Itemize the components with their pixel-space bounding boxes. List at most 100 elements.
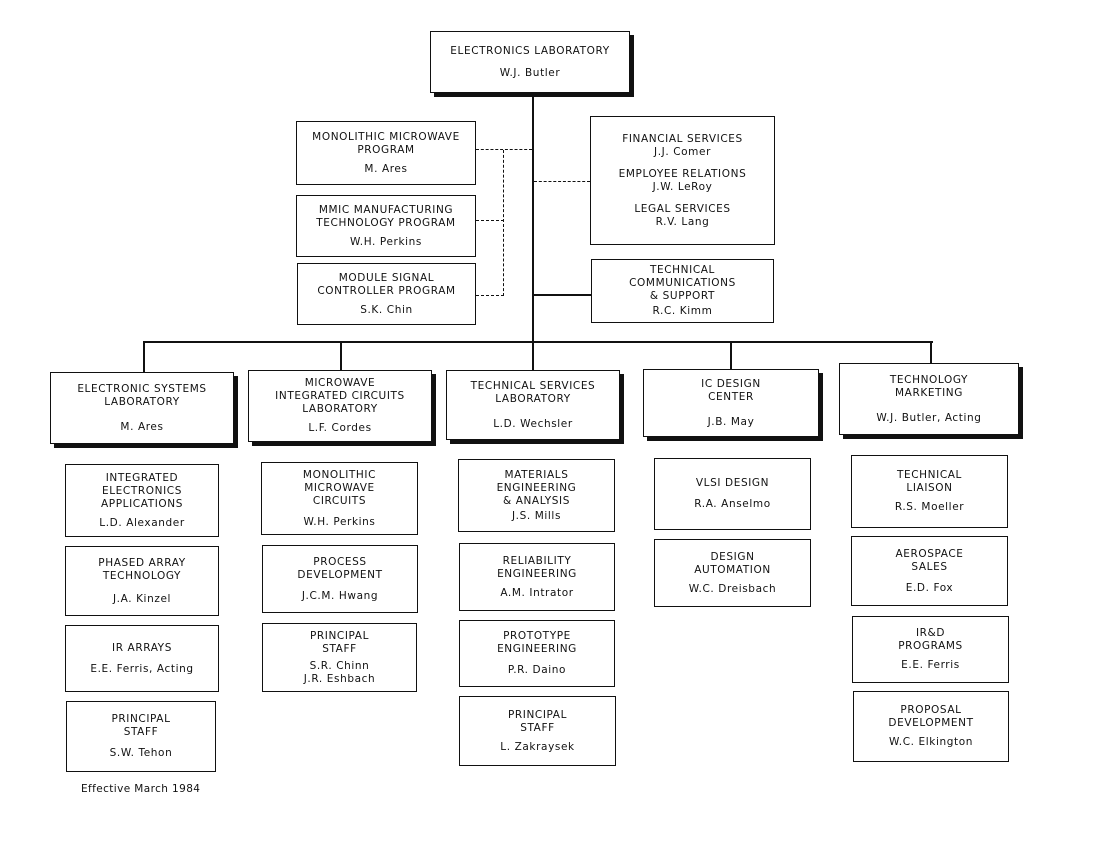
box-person: E.D. Fox [905, 581, 954, 594]
box-person: L.D. Wechsler [493, 417, 573, 430]
box-person: J.B. May [707, 415, 755, 428]
monolithic-microwave-program-box: MONOLITHIC MICROWAVE PROGRAM M. Ares [296, 121, 476, 185]
box-person: S.R. Chinn J.R. Eshbach [303, 659, 376, 685]
reliability-engineering-box: RELIABILITY ENGINEERING A.M. Intrator [459, 543, 615, 611]
box-person: E.E. Ferris [901, 659, 960, 671]
technical-services-laboratory-box: TECHNICAL SERVICES LABORATORY L.D. Wechs… [446, 370, 620, 440]
box-title: PHASED ARRAY TECHNOLOGY [98, 556, 186, 582]
dashed-connector [503, 150, 504, 296]
box-title: MODULE SIGNAL CONTROLLER PROGRAM [317, 271, 456, 297]
box-title: IR&D PROGRAMS [898, 627, 963, 652]
box-person: L.D. Alexander [99, 516, 185, 529]
process-development-box: PROCESS DEVELOPMENT J.C.M. Hwang [262, 545, 418, 613]
box-person: W.C. Dreisbach [688, 582, 777, 595]
box-title: TECHNICAL SERVICES LABORATORY [470, 379, 596, 405]
box-title: RELIABILITY ENGINEERING [497, 554, 577, 580]
design-automation-box: DESIGN AUTOMATION W.C. Dreisbach [654, 539, 811, 607]
principal-staff-box: PRINCIPAL STAFF L. Zakraysek [459, 696, 616, 766]
box-person: J.W. LeRoy [652, 180, 713, 193]
box-person: W.H. Perkins [350, 235, 422, 248]
dashed-connector [476, 295, 504, 296]
vlsi-design-box: VLSI DESIGN R.A. Anselmo [654, 458, 811, 530]
phased-array-technology-box: PHASED ARRAY TECHNOLOGY J.A. Kinzel [65, 546, 219, 616]
connector-line [533, 294, 592, 296]
box-title: AEROSPACE SALES [895, 547, 964, 573]
box-title: MATERIALS ENGINEERING & ANALYSIS [496, 468, 577, 507]
box-title: MMIC MANUFACTURING TECHNOLOGY PROGRAM [316, 203, 456, 229]
connector-line [532, 93, 534, 343]
prototype-engineering-box: PROTOTYPE ENGINEERING P.R. Daino [459, 620, 615, 687]
box-person: J.C.M. Hwang [301, 589, 379, 602]
box-person: R.A. Anselmo [694, 498, 771, 510]
box-person: R.C. Kimm [652, 305, 713, 317]
box-title: IC DESIGN CENTER [701, 377, 761, 403]
box-title: MONOLITHIC MICROWAVE PROGRAM [312, 130, 460, 156]
box-person: W.J. Butler, Acting [876, 411, 982, 424]
box-title: MICROWAVE INTEGRATED CIRCUITS LABORATORY [275, 377, 405, 415]
box-person: E.E. Ferris, Acting [90, 662, 194, 675]
monolithic-microwave-circuits-box: MONOLITHIC MICROWAVE CIRCUITS W.H. Perki… [261, 462, 418, 535]
effective-date-note: Effective March 1984 [81, 783, 201, 795]
box-person: W.H. Perkins [303, 515, 376, 528]
mmic-manufacturing-program-box: MMIC MANUFACTURING TECHNOLOGY PROGRAM W.… [296, 195, 476, 257]
box-person: L. Zakraysek [500, 740, 575, 753]
connector-line [930, 341, 932, 363]
technical-communications-box: TECHNICAL COMMUNICATIONS & SUPPORT R.C. … [591, 259, 774, 323]
box-title: ELECTRONIC SYSTEMS LABORATORY [77, 382, 207, 408]
box-person: M. Ares [364, 162, 408, 175]
box-person: L.F. Cordes [308, 422, 372, 434]
box-title: PRINCIPAL STAFF [111, 713, 171, 738]
box-person: J.S. Mills [511, 509, 562, 522]
box-person: W.C. Elkington [889, 736, 973, 748]
box-title: TECHNICAL COMMUNICATIONS & SUPPORT [629, 264, 736, 302]
dashed-connector [476, 149, 532, 150]
box-title: MONOLITHIC MICROWAVE CIRCUITS [302, 468, 377, 507]
box-person: M. Ares [120, 420, 164, 433]
box-title: PRINCIPAL STAFF [507, 708, 568, 734]
electronic-systems-laboratory-box: ELECTRONIC SYSTEMS LABORATORY M. Ares [50, 372, 234, 444]
box-person: S.K. Chin [360, 303, 413, 316]
staff-services-box: FINANCIAL SERVICES J.J. Comer EMPLOYEE R… [590, 116, 775, 245]
ir-arrays-box: IR ARRAYS E.E. Ferris, Acting [65, 625, 219, 692]
integrated-electronics-applications-box: INTEGRATED ELECTRONICS APPLICATIONS L.D.… [65, 464, 219, 537]
connector-line [143, 341, 145, 372]
box-person: A.M. Intrator [500, 586, 574, 599]
ic-design-center-box: IC DESIGN CENTER J.B. May [643, 369, 819, 437]
box-title: PROCESS DEVELOPMENT [297, 555, 383, 581]
technical-liaison-box: TECHNICAL LIAISON R.S. Moeller [851, 455, 1008, 528]
box-person: S.W. Tehon [109, 747, 173, 759]
dashed-connector [476, 220, 504, 221]
box-title: VLSI DESIGN [695, 477, 770, 489]
box-person: P.R. Daino [507, 664, 567, 676]
electronics-laboratory-box: ELECTRONICS LABORATORY W.J. Butler [430, 31, 630, 93]
box-title: IR ARRAYS [112, 641, 172, 654]
box-title: PROTOTYPE ENGINEERING [497, 630, 577, 655]
connector-line [143, 341, 933, 343]
ird-programs-box: IR&D PROGRAMS E.E. Ferris [852, 616, 1009, 683]
box-title: LEGAL SERVICES [634, 202, 731, 215]
connector-line [730, 341, 732, 369]
box-title: PROPOSAL DEVELOPMENT [888, 704, 974, 729]
box-person: J.A. Kinzel [112, 592, 172, 605]
connector-line [532, 341, 534, 370]
connector-line [340, 341, 342, 370]
box-person: R.V. Lang [655, 215, 710, 228]
box-person: J.J. Comer [654, 145, 711, 158]
module-signal-controller-program-box: MODULE SIGNAL CONTROLLER PROGRAM S.K. Ch… [297, 263, 476, 325]
proposal-development-box: PROPOSAL DEVELOPMENT W.C. Elkington [853, 691, 1009, 762]
microwave-integrated-circuits-laboratory-box: MICROWAVE INTEGRATED CIRCUITS LABORATORY… [248, 370, 432, 442]
box-title: EMPLOYEE RELATIONS [618, 167, 747, 180]
principal-staff-box: PRINCIPAL STAFF S.R. Chinn J.R. Eshbach [262, 623, 417, 692]
box-title: ELECTRONICS LABORATORY [450, 44, 610, 57]
box-title: TECHNOLOGY MARKETING [889, 373, 969, 399]
box-title: TECHNICAL LIAISON [897, 469, 962, 494]
box-title: INTEGRATED ELECTRONICS APPLICATIONS [101, 471, 183, 510]
aerospace-sales-box: AEROSPACE SALES E.D. Fox [851, 536, 1008, 606]
box-title: FINANCIAL SERVICES [622, 132, 743, 145]
dashed-connector [534, 181, 590, 182]
box-person: W.J. Butler [499, 66, 561, 79]
technology-marketing-box: TECHNOLOGY MARKETING W.J. Butler, Acting [839, 363, 1019, 435]
box-title: PRINCIPAL STAFF [309, 629, 370, 655]
box-title: DESIGN AUTOMATION [694, 550, 771, 576]
principal-staff-box: PRINCIPAL STAFF S.W. Tehon [66, 701, 216, 772]
